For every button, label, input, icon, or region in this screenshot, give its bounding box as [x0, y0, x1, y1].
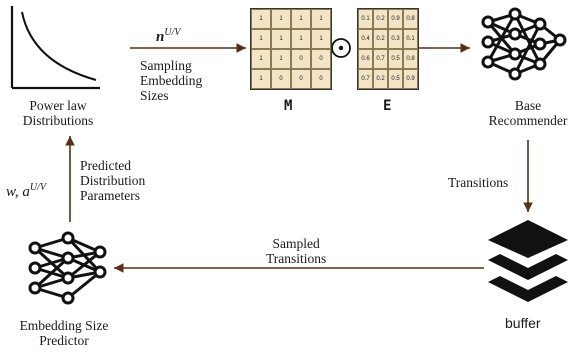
matrix-e-cell: 0.8	[403, 49, 418, 69]
matrix-m-cell: 0	[311, 49, 331, 69]
matrix-m-cell: 0	[291, 49, 311, 69]
matrix-m-cell: 1	[271, 9, 291, 29]
matrix-e-cell: 0.4	[358, 29, 373, 49]
matrix-e-cell: 0.5	[388, 69, 403, 89]
transitions-label: Transitions	[448, 175, 509, 190]
matrix-e-cell: 0.9	[388, 9, 403, 29]
matrix-e-cell: 0.5	[388, 49, 403, 69]
matrix-m-cell: 1	[291, 29, 311, 49]
predictor-network-icon	[28, 231, 107, 305]
matrix-e-cell: 0.1	[358, 9, 373, 29]
matrix-e-cell: 0.6	[358, 49, 373, 69]
params-symbol-label: w, aU/V	[6, 182, 47, 200]
matrix-m-cell: 1	[311, 29, 331, 49]
sampled-transitions-label: Sampled Transitions	[266, 236, 327, 266]
matrix-m-cell: 1	[251, 9, 271, 29]
predicted-params-label: Predicted Distribution Parameters	[80, 158, 146, 203]
odot-operator-icon	[331, 38, 351, 58]
matrix-m-cell: 1	[251, 29, 271, 49]
sampling-embedding-sizes-label: Sampling Embedding Sizes	[140, 58, 203, 103]
power-law-label: Power law Distributions	[22, 98, 94, 128]
matrix-e-cell: 0.2	[373, 29, 388, 49]
buffer-label: buffer	[505, 315, 541, 331]
predictor-label: Embedding Size Predictor	[19, 318, 109, 348]
matrix-e-label: E	[383, 98, 392, 114]
matrix-e-cell: 0.7	[358, 69, 373, 89]
matrix-e-cell: 0.7	[373, 49, 388, 69]
power-law-curve-icon	[10, 6, 100, 90]
matrix-m-label: M	[284, 98, 293, 114]
matrix-m-cell: 1	[251, 49, 271, 69]
matrix-m-cell: 1	[271, 49, 291, 69]
matrix-e-cell: 0.8	[403, 9, 418, 29]
matrix-m-cell: 1	[271, 29, 291, 49]
matrix-e-cell: 0.2	[373, 9, 388, 29]
matrix-e-cell: 0.9	[403, 69, 418, 89]
stacked-layers-icon	[488, 220, 568, 302]
matrix-m-cell: 1	[291, 9, 311, 29]
matrix-e-cell: 0.2	[373, 69, 388, 89]
matrix-m-cell: 1	[251, 69, 271, 89]
matrix-e-cell: 0.1	[403, 29, 418, 49]
matrix-m-cell: 0	[271, 69, 291, 89]
matrix-m-cell: 1	[311, 9, 331, 29]
matrix-m-cell: 0	[291, 69, 311, 89]
matrix-e-cell: 0.3	[388, 29, 403, 49]
base-recommender-label: Base Recommender	[488, 98, 568, 128]
neural-network-icon	[481, 7, 567, 81]
n-uv-label: nU/V	[156, 27, 181, 45]
matrix-m-cell: 0	[311, 69, 331, 89]
